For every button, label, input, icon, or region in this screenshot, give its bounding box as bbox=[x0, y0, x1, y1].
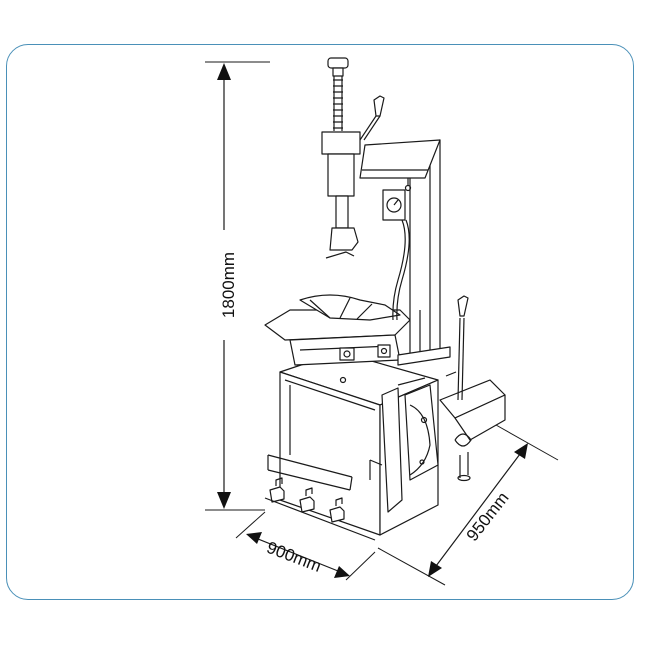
side-base bbox=[439, 295, 506, 482]
height-arrow-top bbox=[217, 63, 231, 80]
pressure-gauge bbox=[382, 189, 410, 321]
width-arrow-left bbox=[246, 532, 262, 544]
width-label: 900mm bbox=[264, 538, 324, 576]
column bbox=[397, 139, 451, 366]
turntable bbox=[264, 294, 411, 366]
diagram-frame bbox=[6, 44, 634, 600]
vertical-shaft bbox=[321, 57, 361, 259]
height-dimension: 1800mm bbox=[205, 61, 270, 511]
tire-changer-machine bbox=[264, 57, 506, 541]
foot-pedals bbox=[264, 477, 376, 541]
height-label: 1800mm bbox=[219, 252, 238, 318]
top-lever bbox=[359, 95, 385, 141]
depth-arrow-bottom bbox=[428, 561, 442, 577]
horizontal-arm bbox=[359, 139, 441, 192]
height-arrow-bottom bbox=[217, 492, 231, 509]
bead-breaker bbox=[369, 377, 439, 513]
width-arrow-right bbox=[334, 566, 350, 578]
depth-arrow-top bbox=[514, 443, 528, 459]
